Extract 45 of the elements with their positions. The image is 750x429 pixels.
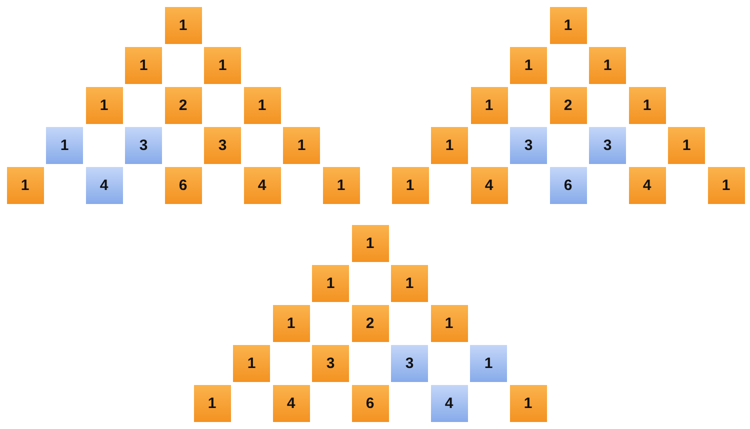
highlighted-number-tile: 4 bbox=[86, 166, 122, 204]
number-tile: 1 bbox=[392, 166, 428, 204]
number-tile: 1 bbox=[589, 46, 626, 84]
number-tile: 1 bbox=[312, 264, 349, 302]
number-tile: 1 bbox=[550, 6, 586, 44]
number-tile: 2 bbox=[164, 86, 202, 124]
number-tile: 1 bbox=[668, 126, 705, 164]
number-tile: 1 bbox=[708, 166, 744, 204]
highlighted-number-tile: 6 bbox=[550, 166, 586, 204]
number-tile: 3 bbox=[312, 344, 349, 382]
highlighted-number-tile: 3 bbox=[510, 126, 547, 164]
number-tile: 1 bbox=[204, 46, 241, 84]
number-tile: 1 bbox=[194, 384, 230, 422]
number-tile: 6 bbox=[164, 166, 202, 204]
number-tile: 2 bbox=[550, 86, 586, 124]
number-tile: 1 bbox=[6, 166, 44, 204]
number-tile: 1 bbox=[86, 86, 122, 124]
number-tile: 1 bbox=[470, 86, 508, 124]
number-tile: 1 bbox=[233, 344, 270, 382]
number-tile: 6 bbox=[352, 384, 388, 422]
number-tile: 1 bbox=[628, 86, 666, 124]
number-tile: 1 bbox=[164, 6, 202, 44]
number-tile: 1 bbox=[510, 384, 546, 422]
number-tile: 4 bbox=[272, 384, 310, 422]
number-tile: 3 bbox=[204, 126, 241, 164]
number-tile: 4 bbox=[470, 166, 508, 204]
number-tile: 1 bbox=[430, 304, 468, 342]
number-tile: 1 bbox=[283, 126, 320, 164]
highlighted-number-tile: 3 bbox=[589, 126, 626, 164]
number-tile: 1 bbox=[125, 46, 162, 84]
highlighted-number-tile: 3 bbox=[391, 344, 428, 382]
highlighted-number-tile: 4 bbox=[430, 384, 468, 422]
number-tile: 1 bbox=[322, 166, 360, 204]
number-tile: 1 bbox=[272, 304, 310, 342]
number-tile: 1 bbox=[352, 224, 388, 262]
highlighted-number-tile: 3 bbox=[125, 126, 162, 164]
number-tile: 4 bbox=[244, 166, 280, 204]
highlighted-number-tile: 1 bbox=[46, 126, 83, 164]
number-tile: 1 bbox=[510, 46, 547, 84]
number-tile: 1 bbox=[431, 126, 468, 164]
number-tile: 1 bbox=[391, 264, 428, 302]
highlighted-number-tile: 1 bbox=[470, 344, 507, 382]
number-tile: 2 bbox=[352, 304, 388, 342]
number-tile: 1 bbox=[244, 86, 280, 124]
number-tile: 4 bbox=[628, 166, 666, 204]
